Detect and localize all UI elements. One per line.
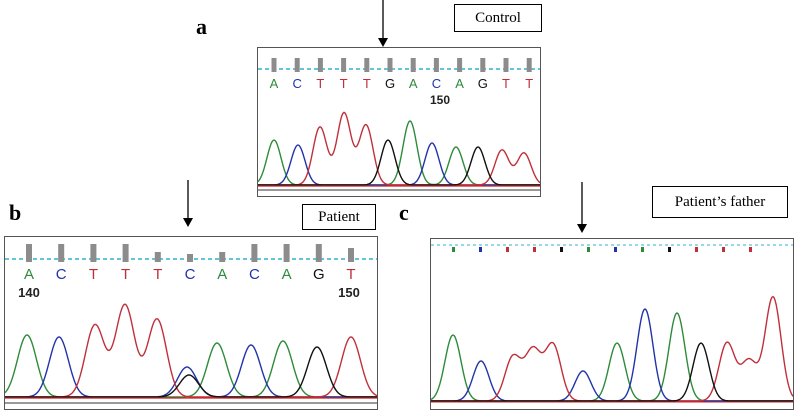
trace-A: [5, 334, 377, 398]
arrow-down-icon: [577, 182, 587, 233]
base-call: T: [363, 76, 371, 91]
quality-bar: [364, 58, 370, 72]
quality-bar: [122, 244, 129, 262]
quality-bar: [294, 58, 300, 72]
base-call: G: [313, 266, 325, 283]
quality-bar: [480, 58, 486, 72]
panel-letter-b: b: [9, 200, 22, 225]
base-call: T: [502, 76, 510, 91]
base-call: C: [185, 266, 196, 283]
base-call: G: [385, 76, 395, 91]
quality-bar: [387, 58, 393, 72]
quality-bar: [283, 244, 290, 262]
control-label: Control: [454, 4, 542, 32]
panel-letter-c: c: [399, 200, 409, 225]
base-call: C: [56, 266, 67, 283]
quality-bar: [90, 244, 97, 262]
base-call: A: [217, 266, 227, 283]
base-marker: [560, 247, 563, 252]
quality-bar: [348, 248, 354, 262]
quality-bar: [410, 58, 416, 72]
quality-bar: [433, 58, 439, 72]
trace-A: [258, 120, 540, 186]
base-marker: [722, 247, 725, 252]
trace-T: [258, 111, 540, 186]
patients-father-label: Patient’s father: [652, 186, 788, 218]
position-label: 150: [430, 93, 450, 107]
quality-bar: [503, 58, 509, 72]
quality-bar: [219, 252, 226, 262]
base-marker: [506, 247, 509, 252]
base-call: T: [153, 266, 162, 283]
base-marker: [479, 247, 482, 252]
arrow-down-icon: [378, 0, 388, 47]
trace-G: [5, 346, 377, 398]
base-call: T: [346, 266, 355, 283]
base-call: A: [455, 76, 464, 91]
trace-C: [5, 336, 377, 398]
base-marker: [695, 247, 698, 252]
quality-bar: [187, 254, 193, 262]
trace-G: [431, 342, 793, 402]
trace-A: [431, 312, 793, 402]
base-call: T: [89, 266, 98, 283]
base-call: G: [478, 76, 488, 91]
base-call: A: [24, 266, 34, 283]
base-call: A: [282, 266, 292, 283]
base-marker: [533, 247, 536, 252]
base-call: T: [340, 76, 348, 91]
patient-label: Patient: [302, 204, 376, 230]
quality-bar: [315, 244, 322, 262]
trace-T: [431, 295, 793, 402]
position-label-end: 150: [338, 285, 360, 300]
base-call: T: [316, 76, 324, 91]
base-marker: [452, 247, 455, 252]
quality-bar: [457, 58, 463, 72]
base-call: C: [293, 76, 302, 91]
base-marker: [749, 247, 752, 252]
chromatogram-patient: A C T T T C A C A G T 140 150: [4, 236, 378, 410]
base-call: A: [270, 76, 279, 91]
quality-bar: [58, 244, 65, 262]
quality-bar: [341, 58, 347, 72]
trace-T: [5, 303, 377, 398]
trace-G: [258, 139, 540, 186]
chromatogram-father: [430, 238, 794, 410]
quality-bar: [154, 252, 161, 262]
quality-bar: [526, 58, 532, 72]
base-marker: [614, 247, 617, 252]
base-marker: [668, 247, 671, 252]
base-call: T: [121, 266, 130, 283]
base-call: A: [409, 76, 418, 91]
base-call: C: [432, 76, 441, 91]
panel-letter-a: a: [196, 14, 207, 39]
position-label-start: 140: [18, 285, 40, 300]
base-marker: [641, 247, 644, 252]
arrow-down-icon: [183, 180, 193, 227]
base-call: C: [249, 266, 260, 283]
quality-bar: [317, 58, 323, 72]
base-marker: [587, 247, 590, 252]
quality-bar: [26, 244, 32, 262]
quality-bar: [251, 244, 258, 262]
quality-bar: [271, 58, 277, 72]
base-call: T: [525, 76, 533, 91]
